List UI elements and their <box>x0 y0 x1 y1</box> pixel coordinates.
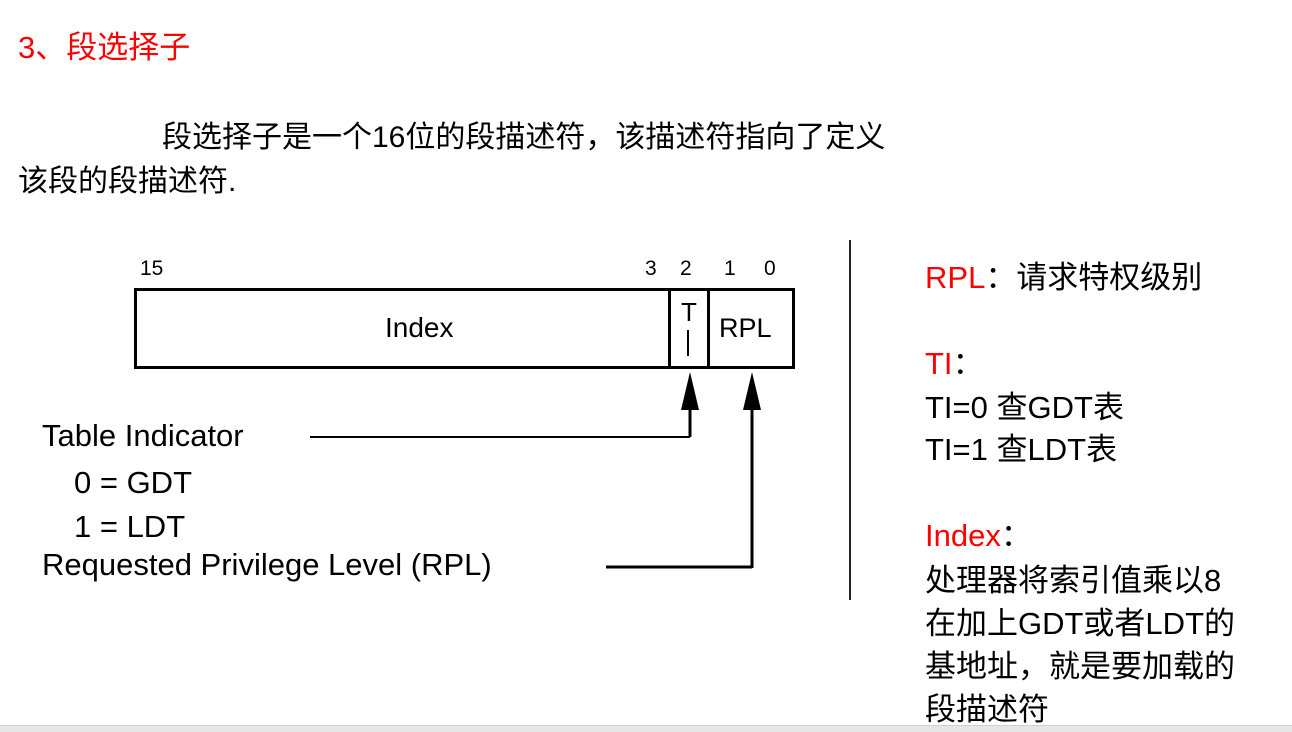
note-rpl: RPL：请求特权级别 <box>925 252 1202 297</box>
section-title: 3、段选择子 <box>18 30 191 65</box>
bit-number-0: 0 <box>764 257 776 280</box>
note-rpl-value: ：请求特权级别 <box>985 260 1203 295</box>
note-index: Index： <box>925 510 1032 555</box>
field-index: Index <box>385 312 454 343</box>
field-rpl: RPL <box>719 313 772 343</box>
note-rpl-key: RPL <box>925 260 986 295</box>
bit-number-15: 15 <box>140 257 164 280</box>
label-table-indicator: Table Indicator <box>42 418 244 453</box>
description-line-2: 该段的段描述符. <box>18 165 237 198</box>
note-index-line: 处理器将索引值乘以8 <box>925 563 1222 598</box>
field-ti-letter-t: T <box>681 297 697 327</box>
label-requested-privilege-level: Requested Privilege Level (RPL) <box>42 547 492 582</box>
note-ti-0: TI=0 查GDT表 <box>925 390 1124 425</box>
note-ti-1: TI=1 查LDT表 <box>925 432 1118 467</box>
field-separator-index-ti <box>668 291 671 366</box>
bit-number-2: 2 <box>680 257 692 280</box>
note-index-colon: ： <box>1000 518 1032 553</box>
description-line-1: 段选择子是一个16位的段描述符，该描述符指向了定义 <box>162 121 886 154</box>
bottom-scroll-edge <box>0 725 1292 732</box>
label-ldt: 1 = LDT <box>74 509 186 544</box>
bit-number-1: 1 <box>724 257 736 280</box>
note-ti-key: TI <box>925 346 953 381</box>
field-ti-letter-i <box>687 330 689 356</box>
ti-arrow-icon <box>681 372 699 410</box>
note-index-key: Index <box>925 518 1001 553</box>
label-gdt: 0 = GDT <box>74 465 193 500</box>
note-index-line: 基地址，就是要加载的 <box>925 649 1235 684</box>
field-separator-ti-rpl <box>707 291 710 366</box>
note-ti: TI： <box>925 338 984 383</box>
note-index-line: 在加上GDT或者LDT的 <box>925 606 1235 641</box>
note-ti-colon: ： <box>952 346 984 381</box>
vertical-divider <box>849 240 851 600</box>
rpl-arrow-icon <box>743 372 761 410</box>
note-index-line: 段描述符 <box>925 692 1049 727</box>
bit-number-3: 3 <box>645 257 657 280</box>
selector-register-box <box>134 288 795 369</box>
